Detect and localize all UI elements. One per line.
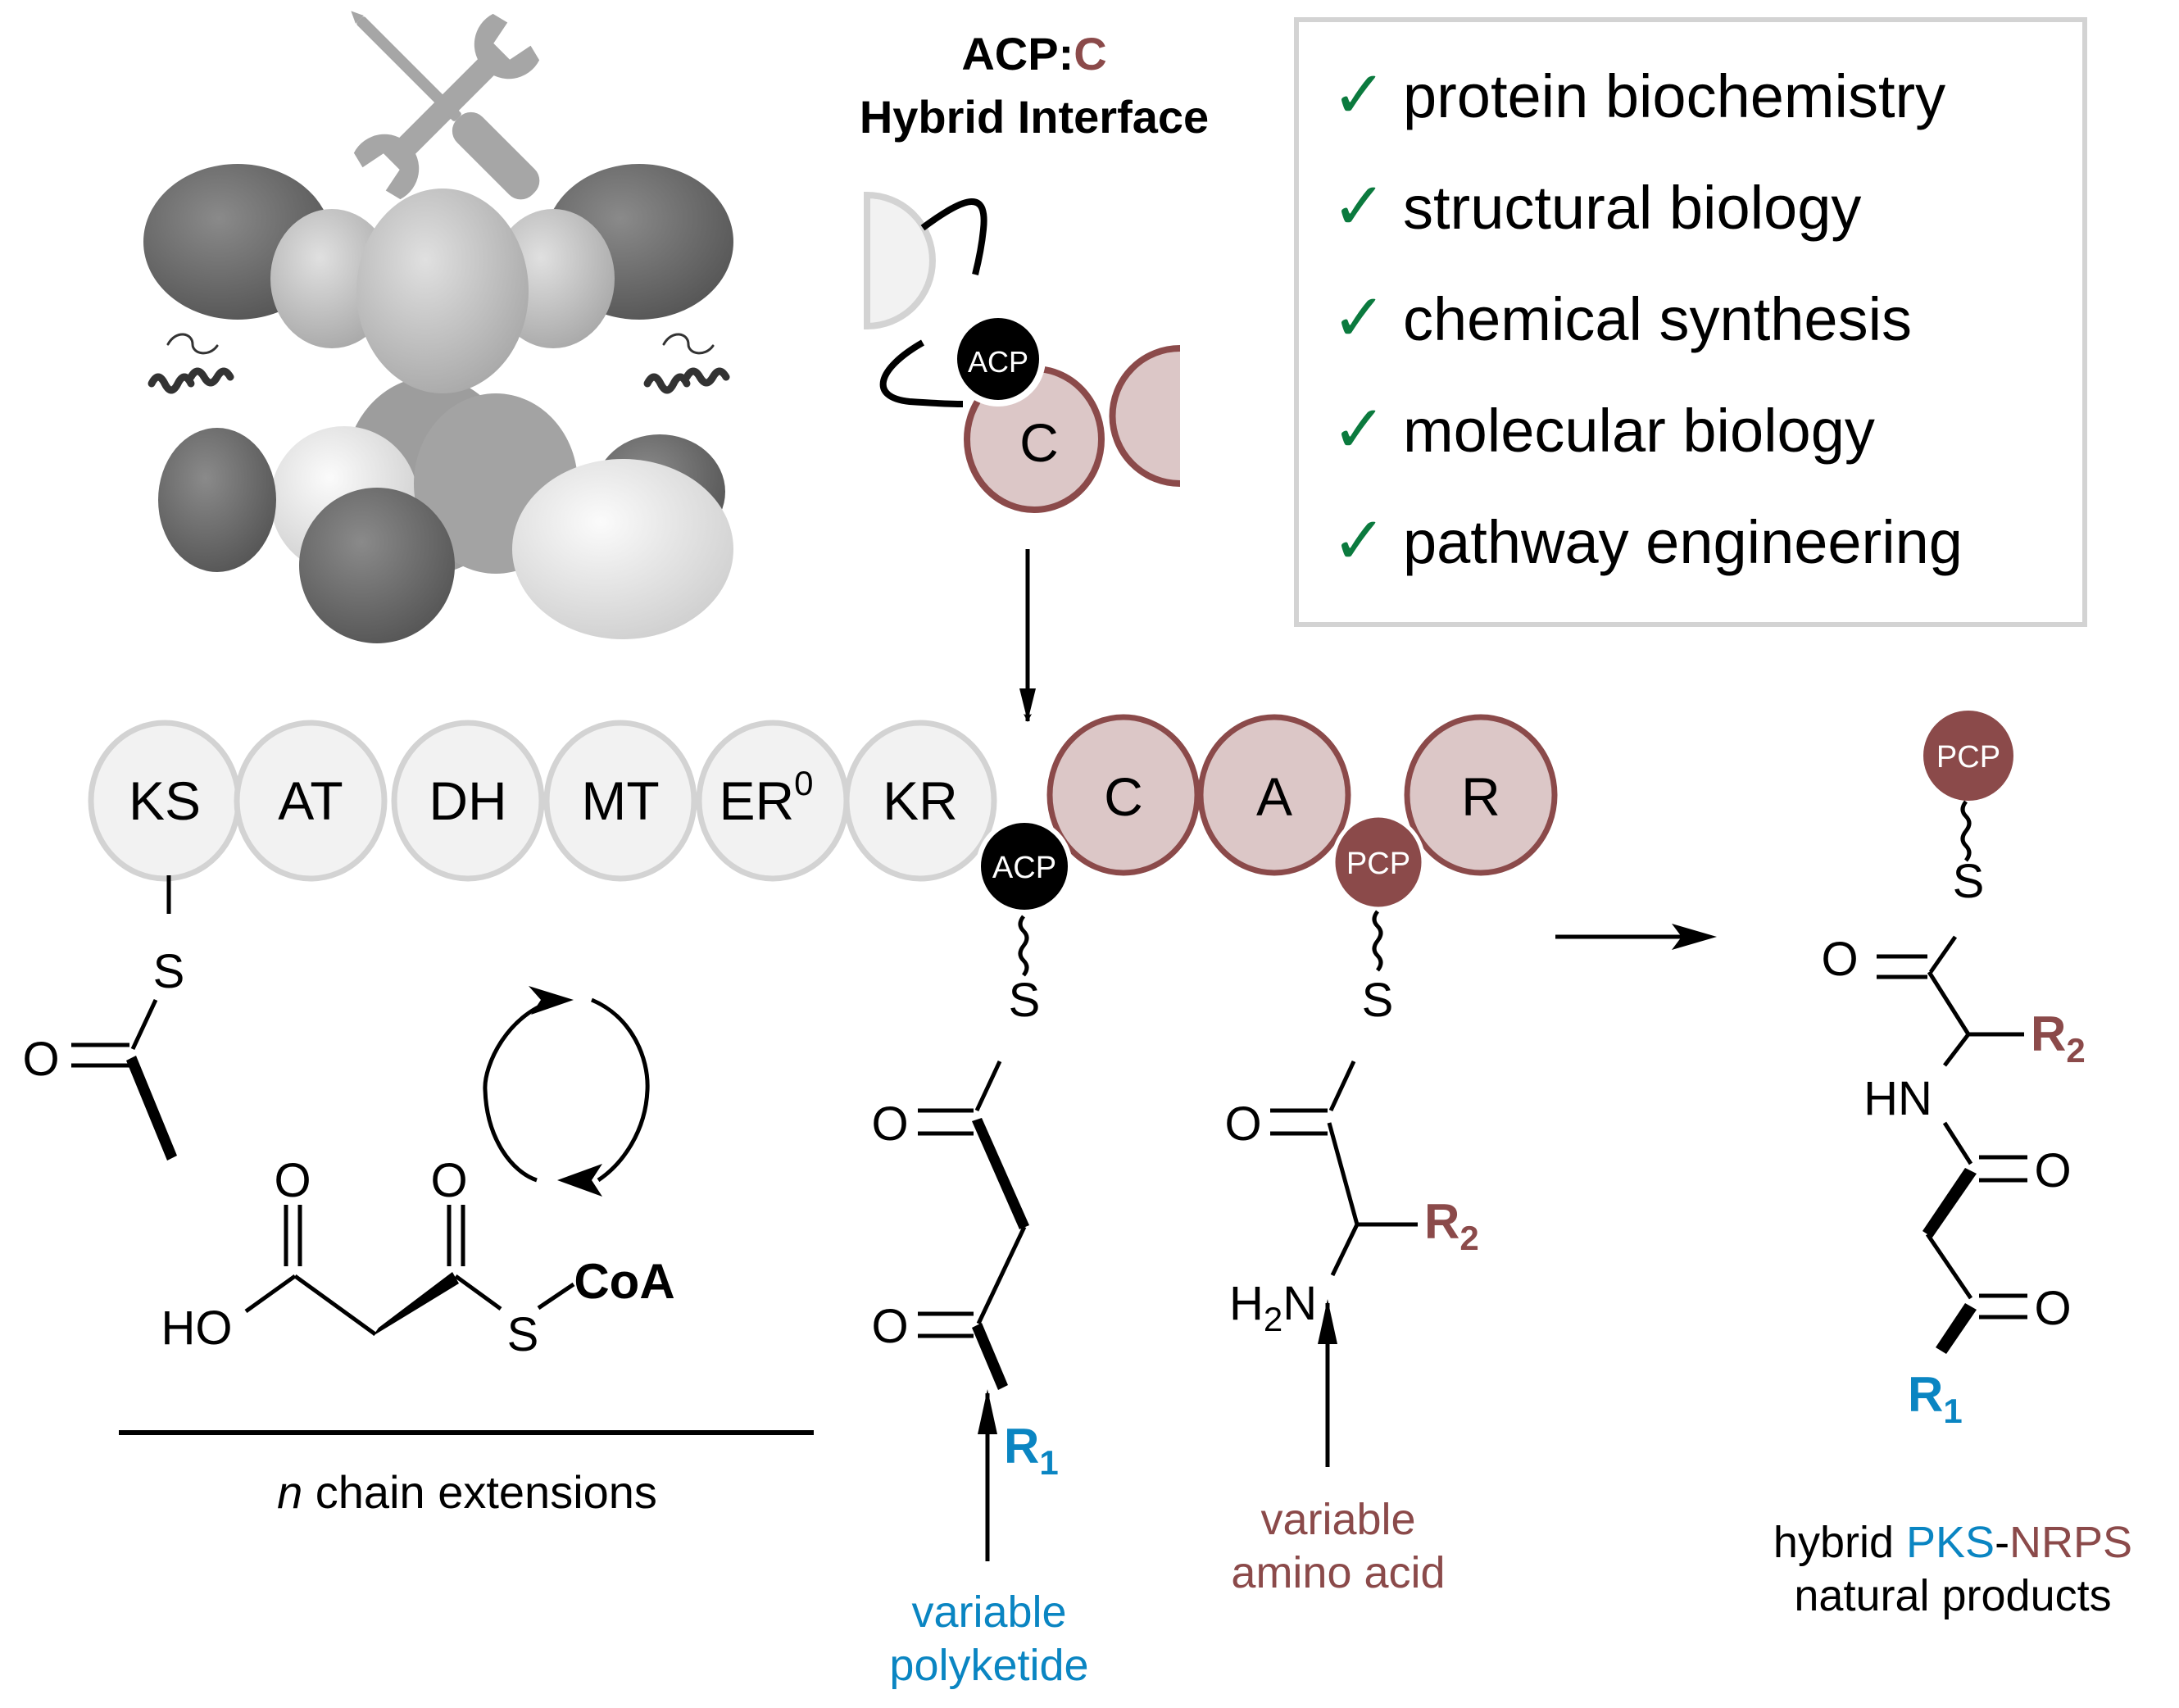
acetyl-thioester (71, 875, 177, 1161)
hybrid-product (1877, 800, 2027, 1354)
check-icon: ✓ (1332, 504, 1387, 577)
domain-circle (1197, 714, 1351, 876)
nrps-domain-r: R (1404, 714, 1558, 876)
atom-o-acetyl: O (22, 1033, 59, 1086)
pks-domain-mt: MT (543, 720, 697, 882)
pks-domain-er: ER0 (696, 720, 850, 882)
domain-circle (391, 720, 545, 882)
r1-group-acp: R1 (1004, 1419, 1059, 1482)
pcp-label: PCP (1346, 847, 1410, 881)
product-caption-line2: natural products (1794, 1571, 2111, 1620)
pcp-label-product: PCP (1936, 740, 2000, 775)
domain-label: A (1256, 766, 1292, 827)
nrps-domain-partial (1109, 345, 1181, 487)
check-icon: ✓ (1332, 58, 1387, 131)
check-icon: ✓ (1332, 170, 1387, 243)
checklist-box: ✓protein biochemistry✓structural biology… (1294, 17, 2087, 627)
coa-label: CoA (574, 1254, 674, 1309)
atom-o-pcp: O (1224, 1097, 1261, 1151)
acp-ribbon-left (148, 333, 234, 394)
linker-top (920, 198, 987, 275)
domain-circle (843, 720, 997, 882)
linker-bottom (879, 339, 964, 407)
atom-o-product-2: O (2034, 1144, 2071, 1197)
caption-variable-polyketide-1: variable (911, 1588, 1066, 1637)
domain-label: DH (429, 770, 506, 831)
acp-carrier: ACP (976, 818, 1073, 915)
checklist-item-label: molecular biology (1403, 397, 1875, 465)
pks-domain-row: KS AT DH MT ER0 KR (88, 720, 997, 882)
product-caption-line1: hybrid PKS-NRPS (1773, 1518, 2132, 1567)
inset-c-label: C (1019, 412, 1059, 473)
atom-o-product-1: O (1821, 933, 1858, 986)
protein-surface (143, 164, 733, 643)
checklist-item-label: structural biology (1403, 174, 1861, 242)
interface-title: ACP:C (961, 28, 1106, 79)
r2-group-pcp: R2 (1424, 1194, 1479, 1257)
atom-o-acp-1: O (871, 1097, 908, 1151)
cycle-arrows-icon (483, 986, 650, 1197)
atom-s-malonyl: S (507, 1308, 539, 1361)
checklist-item-label: pathway engineering (1403, 508, 1963, 576)
chain-extension-caption: n chain extensions (277, 1466, 657, 1518)
checklist-item: ✓protein biochemistry (1332, 58, 1945, 131)
inset-acp-label: ACP (968, 345, 1028, 379)
interface-subtitle: Hybrid Interface (860, 91, 1209, 143)
pcp-carrier: PCP (1331, 813, 1426, 911)
atom-o-malonyl-1: O (274, 1154, 311, 1207)
malonyl-coa (244, 1205, 575, 1337)
acp-ribbon-right (643, 333, 730, 394)
domain-label: C (1104, 766, 1143, 827)
domain-circle (234, 720, 388, 882)
domain-circle (1046, 714, 1201, 876)
pcp-carrier-product: PCP (1923, 711, 2013, 801)
r2-group-product: R2 (2031, 1006, 2086, 1070)
pks-domain-dh: DH (391, 720, 545, 882)
caption-variable-amino-2: amino acid (1231, 1548, 1445, 1597)
checklist-item-label: protein biochemistry (1403, 62, 1945, 130)
check-icon: ✓ (1332, 393, 1387, 466)
atom-s-pcp: S (1362, 974, 1394, 1027)
domain-circle (1404, 714, 1558, 876)
atom-o-product-3: O (2034, 1282, 2071, 1335)
atom-hn-product: HN (1863, 1072, 1932, 1125)
checklist-item: ✓chemical synthesis (1332, 281, 1912, 354)
domain-label: KR (883, 770, 958, 831)
r1-group-product: R1 (1908, 1367, 1963, 1430)
checklist-item-label: chemical synthesis (1403, 285, 1912, 353)
checklist-item: ✓pathway engineering (1332, 504, 1963, 577)
pks-domain-kr: KR (843, 720, 997, 882)
pcp-aminoacyl-intermediate (1270, 910, 1418, 1277)
atom-s-product: S (1953, 855, 1985, 908)
pks-domain-at: AT (234, 720, 388, 882)
caption-variable-amino-1: variable (1260, 1495, 1415, 1544)
atom-s-acetyl: S (153, 945, 185, 998)
nrps-domain-a: A (1197, 714, 1351, 876)
atom-ho: HO (161, 1301, 233, 1355)
domain-label: R (1461, 766, 1500, 827)
atom-o-malonyl-2: O (430, 1154, 467, 1207)
pks-domain-ks: KS (88, 720, 242, 882)
domain-label: MT (581, 770, 659, 831)
interface-inset: C ACP (864, 191, 1181, 513)
amine-h2n: H2N (1229, 1277, 1317, 1338)
domain-label: AT (278, 770, 343, 831)
caption-variable-polyketide-2: polyketide (889, 1641, 1088, 1690)
pks-domain-partial (864, 191, 936, 330)
checklist-item: ✓structural biology (1332, 170, 1861, 243)
domain-circle (543, 720, 697, 882)
atom-o-acp-2: O (871, 1300, 908, 1353)
check-icon: ✓ (1332, 281, 1387, 354)
nrps-domain-c: C (1046, 714, 1201, 876)
inset-acp-domain (951, 311, 1046, 407)
wrench-screwdriver-icon (351, 11, 540, 200)
acp-label: ACP (992, 851, 1056, 885)
domain-label: KS (129, 770, 201, 831)
protein-structure-image (143, 11, 733, 643)
atom-s-acp: S (1009, 974, 1041, 1027)
acp-polyketide-intermediate (918, 915, 1029, 1390)
checklist-item: ✓molecular biology (1332, 393, 1875, 466)
